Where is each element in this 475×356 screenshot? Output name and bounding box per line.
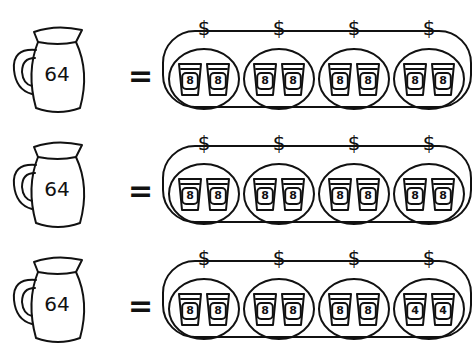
price-label: $ — [243, 133, 315, 153]
circle-outline — [243, 163, 315, 225]
value-label: 8 — [281, 190, 305, 201]
circle-outline — [168, 48, 240, 110]
value-label: 8 — [206, 75, 230, 86]
equals-sign: = — [128, 288, 153, 323]
cup-box: 8 — [356, 62, 380, 96]
equals-sign: = — [128, 58, 153, 93]
circle-outline — [393, 163, 465, 225]
cup-box: 8 — [328, 177, 352, 211]
value-label: 8 — [328, 75, 352, 86]
cup-box: 8 — [253, 62, 277, 96]
cup-group: $88 — [318, 163, 390, 225]
cup-group: $44 — [393, 278, 465, 340]
cup-box: 8 — [356, 292, 380, 326]
row-band — [163, 31, 471, 107]
value-label: 4 — [431, 305, 455, 316]
value-label: 8 — [403, 190, 427, 201]
circle-outline — [243, 48, 315, 110]
cup-box: 8 — [178, 177, 202, 211]
cup-box: 8 — [253, 177, 277, 211]
value-label: 64 — [32, 294, 82, 314]
circle-outline — [168, 163, 240, 225]
circle-outline — [318, 278, 390, 340]
value-label: 8 — [328, 305, 352, 316]
cup-group: $88 — [318, 48, 390, 110]
cup-box: 8 — [206, 177, 230, 211]
cup-group: $88 — [243, 278, 315, 340]
cup-box: 8 — [328, 292, 352, 326]
cup-box: 8 — [356, 177, 380, 211]
cup-group: $88 — [243, 48, 315, 110]
cup-box: 4 — [403, 292, 427, 326]
circle-outline — [318, 163, 390, 225]
cup-box: 8 — [281, 292, 305, 326]
cup-box: 8 — [178, 62, 202, 96]
cup-box: 4 — [431, 292, 455, 326]
value-label: 8 — [253, 305, 277, 316]
pitcher-box: 64 — [8, 135, 88, 230]
price-label: $ — [318, 133, 390, 153]
cup-group: $88 — [318, 278, 390, 340]
row-band — [163, 146, 471, 222]
price-label: $ — [168, 18, 240, 38]
value-label: 8 — [356, 305, 380, 316]
value-label: 8 — [206, 190, 230, 201]
value-label: 8 — [356, 190, 380, 201]
price-label: $ — [318, 248, 390, 268]
cup-box: 8 — [431, 177, 455, 211]
cup-box: 8 — [281, 62, 305, 96]
cup-group: $88 — [393, 48, 465, 110]
value-label: 8 — [206, 305, 230, 316]
value-label: 8 — [328, 190, 352, 201]
value-label: 4 — [403, 305, 427, 316]
row-band — [163, 261, 471, 337]
price-label: $ — [393, 133, 465, 153]
value-label: 8 — [403, 75, 427, 86]
value-label: 8 — [431, 190, 455, 201]
circle-outline — [168, 278, 240, 340]
cup-group: $88 — [243, 163, 315, 225]
cup-box: 8 — [206, 62, 230, 96]
cup-group: $88 — [168, 163, 240, 225]
cup-box: 8 — [206, 292, 230, 326]
cup-group: $88 — [168, 48, 240, 110]
price-label: $ — [168, 248, 240, 268]
price-label: $ — [393, 18, 465, 38]
price-label: $ — [243, 248, 315, 268]
price-label: $ — [243, 18, 315, 38]
value-label: 8 — [431, 75, 455, 86]
cup-group: $88 — [168, 278, 240, 340]
circle-outline — [393, 278, 465, 340]
value-label: 64 — [32, 179, 82, 199]
value-label: 8 — [253, 75, 277, 86]
pitcher-box: 64 — [8, 250, 88, 345]
cup-group: $88 — [393, 163, 465, 225]
value-label: 8 — [281, 75, 305, 86]
value-label: 8 — [178, 190, 202, 201]
value-label: 8 — [178, 305, 202, 316]
value-label: 8 — [281, 305, 305, 316]
cup-box: 8 — [403, 177, 427, 211]
cup-box: 8 — [178, 292, 202, 326]
pitcher-box: 64 — [8, 20, 88, 115]
circle-outline — [318, 48, 390, 110]
equals-sign: = — [128, 173, 153, 208]
price-label: $ — [393, 248, 465, 268]
cup-box: 8 — [431, 62, 455, 96]
circle-outline — [393, 48, 465, 110]
price-label: $ — [318, 18, 390, 38]
cup-box: 8 — [253, 292, 277, 326]
circle-outline — [243, 278, 315, 340]
cup-box: 8 — [281, 177, 305, 211]
cup-box: 8 — [328, 62, 352, 96]
value-label: 64 — [32, 64, 82, 84]
value-label: 8 — [178, 75, 202, 86]
cup-box: 8 — [403, 62, 427, 96]
value-label: 8 — [253, 190, 277, 201]
value-label: 8 — [356, 75, 380, 86]
price-label: $ — [168, 133, 240, 153]
